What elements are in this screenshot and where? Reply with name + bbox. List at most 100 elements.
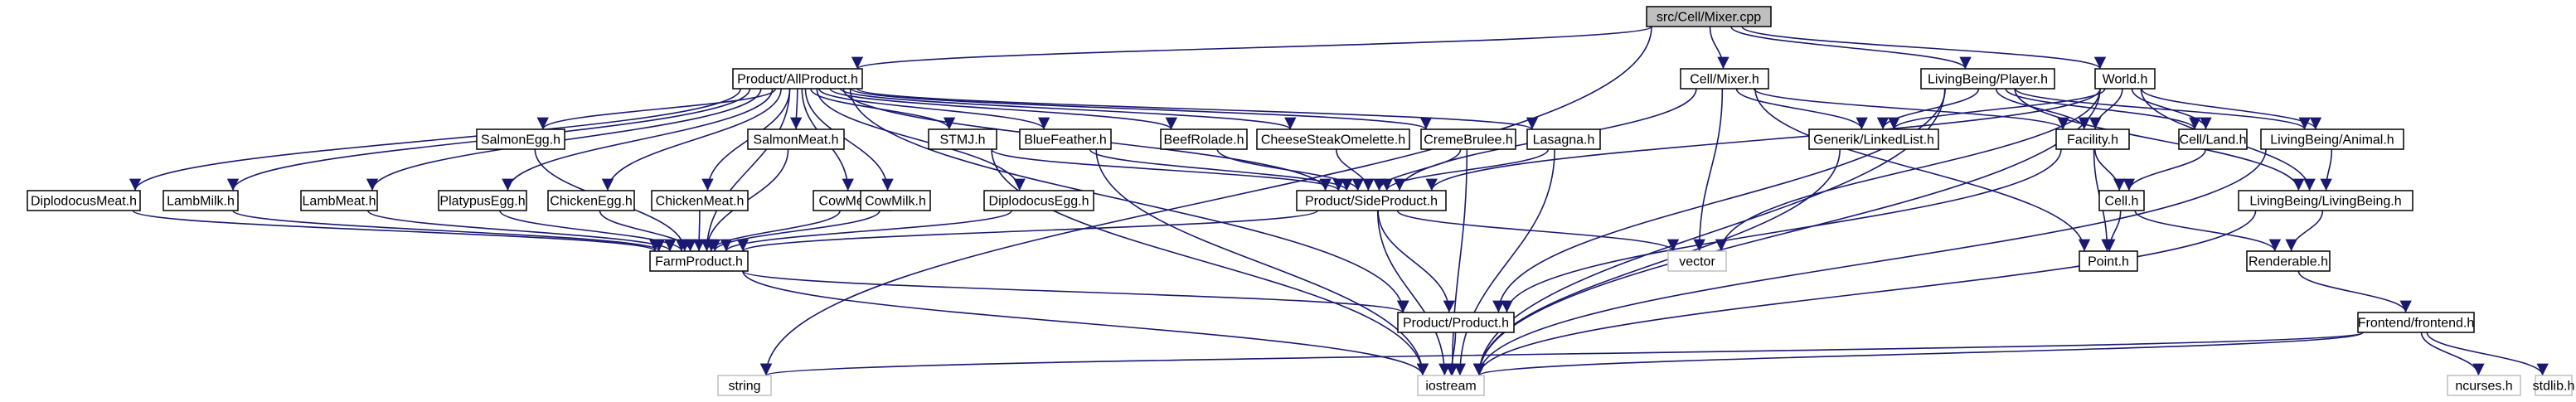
include-edge-cell-to-point [2103,210,2122,252]
file-node-platypusegg-h[interactable]: PlatypusEgg.h [438,190,527,211]
node-label: src/Cell/Mixer.cpp [1657,11,1761,25]
node-label: LivingBeing/Animal.h [2270,133,2394,148]
node-label: PlatypusEgg.h [439,195,525,209]
include-edge-cell_mixer-to-vector [1693,88,1724,252]
include-edge-allproduct-to-diploegg [816,88,1026,191]
file-node-stmj-h[interactable]: STMJ.h [928,128,997,150]
file-node-livingbeing-livingbeing-h[interactable]: LivingBeing/LivingBeing.h [2238,190,2413,211]
node-box [1160,128,1248,150]
node-box [300,190,378,211]
file-node-ncurses-h: ncurses.h [2447,375,2521,396]
node-box [1417,375,1485,396]
node-box [717,375,772,396]
file-node-chickenmeat-h[interactable]: ChickenMeat.h [651,190,749,211]
include-edge-allproduct-to-salmonmeat [789,88,803,130]
file-node-farmproduct-h[interactable]: FarmProduct.h [649,250,749,272]
file-node-diplodocusegg-h[interactable]: DiplodocusEgg.h [983,190,1094,211]
node-label: Product/AllProduct.h [737,73,858,87]
include-edge-platypusegg-to-farmproduct [499,210,688,252]
include-edge-livingbeing-to-renderable [2285,210,2324,252]
file-node-frontend-frontend-h[interactable]: Frontend/frontend.h [2357,312,2475,333]
file-node-livingbeing-player-h[interactable]: LivingBeing/Player.h [1920,68,2055,90]
node-label: CowMilk.h [865,195,926,209]
file-node-renderable-h[interactable]: Renderable.h [2246,250,2331,272]
file-node-facility-h[interactable]: Facility.h [2055,128,2130,150]
include-edge-facility-to-product [1501,148,2062,313]
include-edge-allproduct-to-platypusegg [502,88,774,191]
include-edge-allproduct-to-lasagna [856,88,1538,130]
node-box [1256,128,1410,150]
node-label: iostream [1425,380,1476,394]
node-box [2357,312,2475,333]
node-label: World.h [2103,73,2148,87]
include-edge-diplomeat-to-farmproduct [132,210,661,252]
file-node-lambmeat-h[interactable]: LambMeat.h [300,190,378,211]
node-box [2079,250,2138,272]
include-edge-cremebrulee-to-iostream [1446,148,1468,376]
file-node-world-h[interactable]: World.h [2094,68,2156,90]
node-label: CheeseSteakOmelette.h [1261,133,1405,148]
include-edge-frontend-to-stdlib [2426,332,2549,376]
include-edge-land-to-cell [2122,148,2206,191]
file-node-cell-mixer-h[interactable]: Cell/Mixer.h [1680,68,1769,90]
file-node-beefrolade-h[interactable]: BeefRolade.h [1160,128,1248,150]
node-box [2094,68,2156,90]
node-label: Frontend/frontend.h [2358,317,2475,331]
include-edge-allproduct-to-cowmilk [804,88,894,191]
include-edge-player-to-product [1492,88,1946,313]
node-label: BlueFeather.h [1024,133,1107,148]
include-edge-product-to-iostream [1445,332,1458,376]
node-box [2055,128,2130,150]
node-box [2447,375,2521,396]
file-node-point-h[interactable]: Point.h [2079,250,2138,272]
node-box [1667,250,1727,272]
node-label: BeefRolade.h [1164,133,1244,148]
include-edge-allproduct-to-farmproduct [701,88,791,252]
file-node-lambmilk-h[interactable]: LambMilk.h [163,190,239,211]
include-edge-frontend-to-string [761,332,2364,376]
include-edge-livingbeing-to-iostream [1472,210,2257,376]
file-node-chickenegg-h[interactable]: ChickenEgg.h [547,190,635,211]
include-edge-cremebrulee-to-sideproduct [1373,148,1462,191]
file-node-diplodocusmeat-h[interactable]: DiplodocusMeat.h [27,190,141,211]
include-edge-cell_mixer-to-point [1754,88,2091,252]
include-edge-cheesesteak-to-sideproduct [1335,148,1375,191]
include-edge-cowmeat-to-farmproduct [705,210,841,252]
node-box [547,190,635,211]
file-node-product-sideproduct-h[interactable]: Product/SideProduct.h [1296,190,1447,211]
node-box [651,190,749,211]
node-label: LivingBeing/LivingBeing.h [2249,195,2401,209]
node-label: stdlib.h [2533,380,2575,394]
file-node-product-product-h[interactable]: Product/Product.h [1397,312,1515,333]
file-node-bluefeather-h[interactable]: BlueFeather.h [1019,128,1112,150]
file-node-salmonegg-h[interactable]: SalmonEgg.h [476,128,565,150]
node-box [2238,190,2413,211]
node-box [2535,375,2573,396]
file-node-cowmilk-h[interactable]: CowMilk.h [860,190,931,211]
file-node-cheesesteakomelette-h[interactable]: CheeseSteakOmelette.h [1256,128,1410,150]
include-edge-cell-to-renderable [2134,210,2282,252]
include-edge-mixer_cpp-to-allproduct [851,26,1652,70]
file-node-src-cell-mixer-cpp[interactable]: src/Cell/Mixer.cpp [1646,6,1772,27]
include-edge-bluefeather-to-sideproduct [1089,148,1353,191]
node-label: ncurses.h [2455,380,2512,394]
file-node-cell-land-h[interactable]: Cell/Land.h [2178,128,2248,150]
file-node-salmonmeat-h[interactable]: SalmonMeat.h [747,128,845,150]
file-node-livingbeing-animal-h[interactable]: LivingBeing/Animal.h [2260,128,2404,150]
node-label: vector [1679,255,1715,269]
include-edge-stmj-to-iostream [991,148,1429,376]
node-label: ChickenEgg.h [550,195,633,209]
file-node-product-allproduct-h[interactable]: Product/AllProduct.h [732,68,863,90]
file-node-generik-linkedlist-h[interactable]: Generik/LinkedList.h [1808,128,1939,150]
node-box [1397,312,1515,333]
include-edge-lasagna-to-sideproduct [1380,148,1550,191]
file-node-cremebrulee-h[interactable]: CremeBrulee.h [1420,128,1516,150]
include-edge-player-to-facility [1995,88,2091,130]
file-node-cell-h[interactable]: Cell.h [2098,190,2145,211]
node-box [2260,128,2404,150]
node-box [1920,68,2055,90]
include-edge-beefrolade-to-sideproduct [1216,148,1364,191]
file-node-lasagna-h[interactable]: Lasagna.h [1526,128,1601,150]
